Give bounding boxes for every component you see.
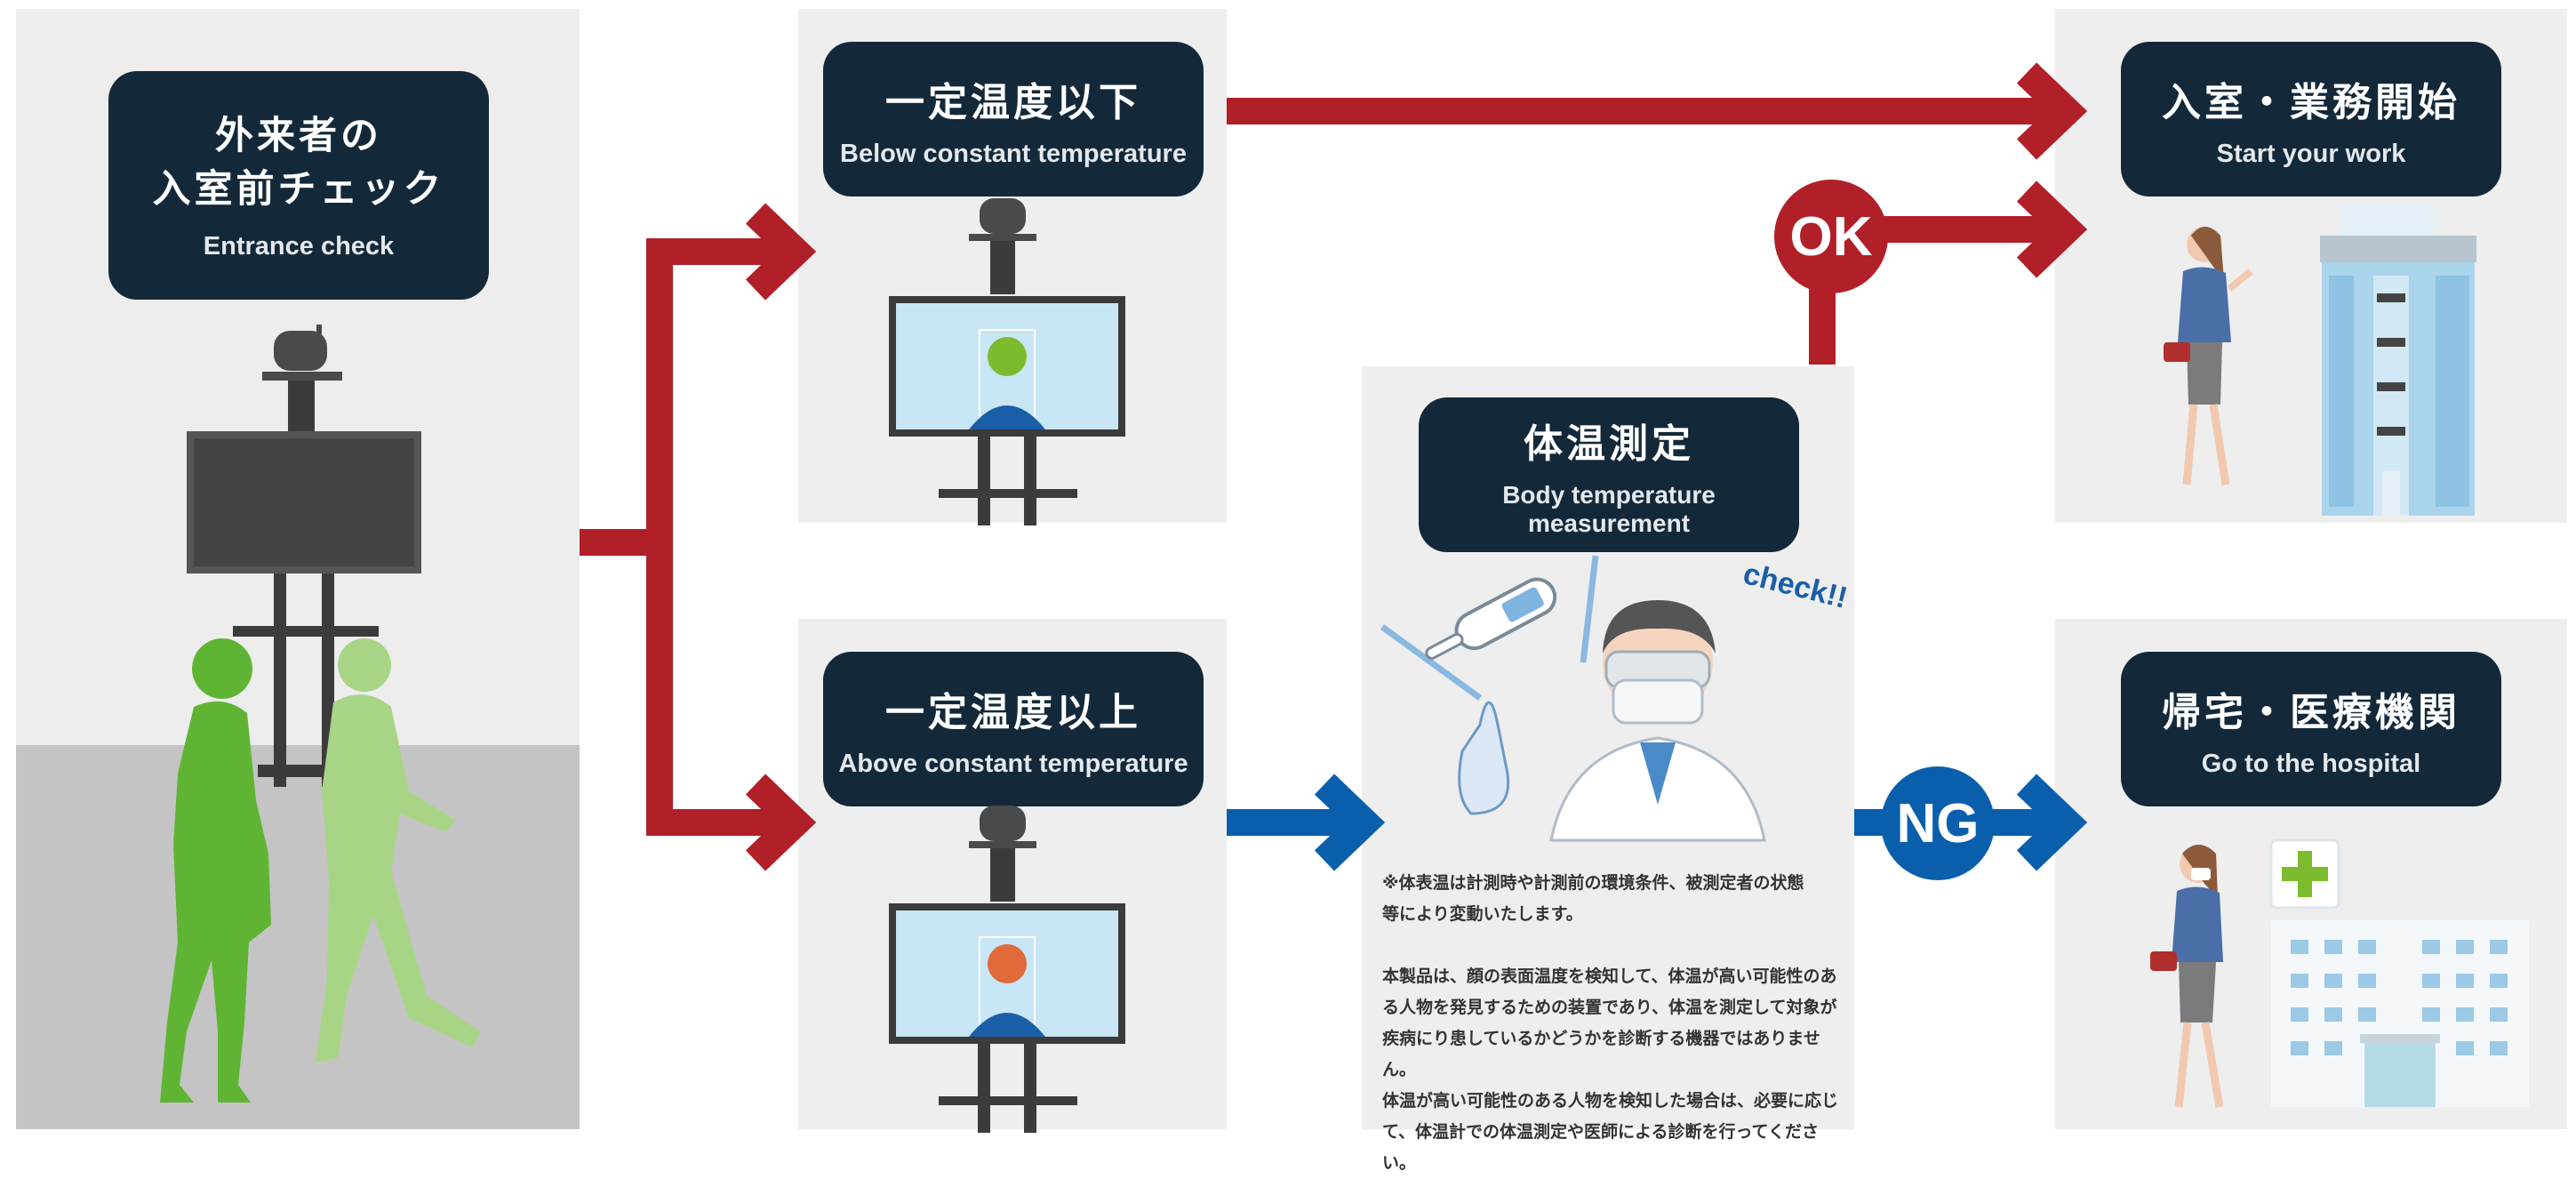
- office-worker-icon: [2164, 227, 2253, 485]
- kiosk-below-icon: [889, 198, 1125, 525]
- ok-badge: OK: [1774, 180, 1888, 293]
- hospital-title: 帰宅・医療機関: [2162, 689, 2460, 735]
- hospital-label: 帰宅・医療機関 Go to the hospital: [2121, 652, 2501, 806]
- hospital-subtitle: Go to the hospital: [2201, 749, 2421, 778]
- arrow-head-hospital: [2016, 774, 2088, 871]
- entrance-subtitle: Entrance check: [203, 232, 395, 261]
- entrance-title-line2: 入室前チェック: [152, 167, 445, 212]
- split-arrow-line: [580, 238, 782, 836]
- note-line-7: て、体温計での体温測定や医師による診断を行ってください。: [1382, 1122, 1819, 1173]
- thermometer-icon: [1425, 577, 1557, 660]
- note-line-2: 等により変動いたします。: [1382, 904, 1583, 924]
- hospital-building-icon: [2269, 838, 2529, 1107]
- start-title: 入室・業務開始: [2162, 79, 2460, 125]
- start-label: 入室・業務開始 Start your work: [2121, 42, 2501, 196]
- above-title: 一定温度以上: [885, 689, 1141, 735]
- measure-subtitle: Body temperature measurement: [1502, 481, 1716, 537]
- entrance-title-line1: 外来者の: [215, 114, 382, 158]
- below-title: 一定温度以下: [885, 79, 1141, 125]
- arrow-head-measure: [1314, 774, 1386, 871]
- arrow-head-start: [2016, 62, 2088, 160]
- arrow-head-above: [745, 774, 817, 871]
- kiosk-above-icon: [889, 806, 1125, 1133]
- below-subtitle: Below constant temperature: [840, 139, 1187, 168]
- visitor-silhouettes-icon: [160, 638, 480, 1103]
- measure-title: 体温測定: [1524, 421, 1694, 467]
- note-line-6: 体温が高い可能性のある人物を検知した場合は、必要に応じ: [1382, 1091, 1839, 1111]
- note-line-4: る人物を発見するための装置であり、体温を測定して対象が: [1382, 998, 1837, 1017]
- below-label: 一定温度以下 Below constant temperature: [823, 42, 1204, 196]
- above-label: 一定温度以上 Above constant temperature: [823, 652, 1204, 806]
- arrow-head-below: [745, 203, 817, 301]
- entrance-floor: [16, 745, 580, 1129]
- ng-badge: NG: [1881, 766, 1995, 880]
- flow-arrows: [580, 62, 2088, 871]
- masked-worker-icon: [2150, 845, 2224, 1108]
- measurement-notes: ※体表温は計測時や計測前の環境条件、被測定者の状態 等により変動いたします。 本…: [1382, 868, 1844, 1179]
- note-line-1: ※体表温は計測時や計測前の環境条件、被測定者の状態: [1382, 873, 1804, 893]
- measure-label: 体温測定 Body temperature measurement: [1419, 397, 1799, 552]
- note-line-3: 本製品は、顔の表面温度を検知して、体温が高い可能性のあ: [1382, 966, 1837, 986]
- start-subtitle: Start your work: [2216, 139, 2406, 168]
- arrow-head-ok: [2016, 180, 2088, 278]
- doctor-icon: [1380, 555, 1766, 842]
- note-spacer: [1382, 930, 1844, 961]
- above-subtitle: Above constant temperature: [838, 749, 1188, 778]
- note-line-5: 疾病にり患しているかどうかを診断する機器ではありません。: [1382, 1029, 1820, 1079]
- entrance-label: 外来者の 入室前チェック Entrance check: [108, 71, 489, 300]
- office-building-icon: [2320, 205, 2476, 516]
